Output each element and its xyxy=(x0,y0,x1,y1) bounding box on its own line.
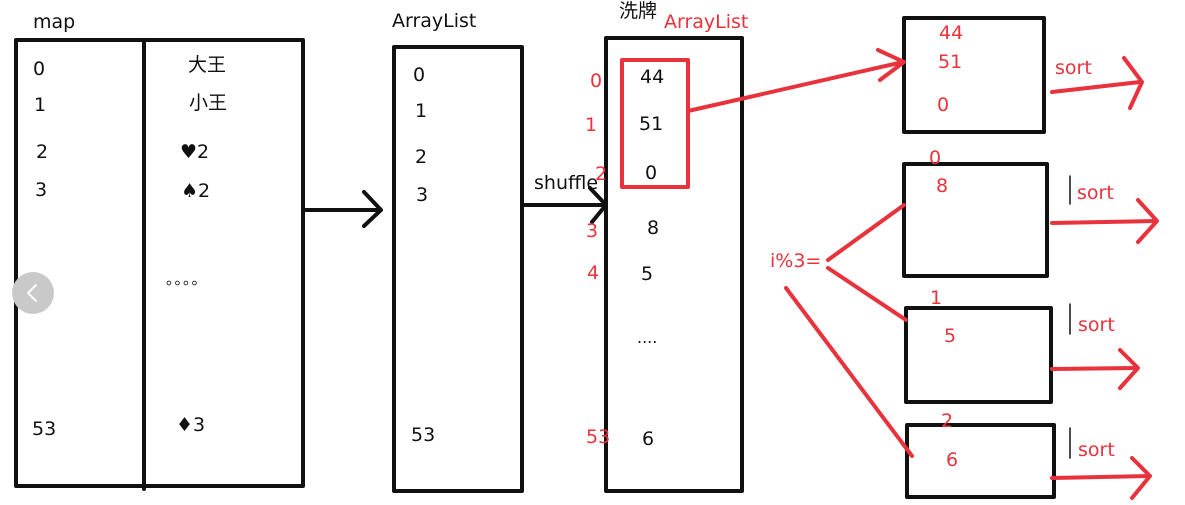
shuffled-value: 5 xyxy=(641,263,654,285)
player-3-sort-label: sort xyxy=(1078,314,1115,336)
shuffle-label: shuffle xyxy=(534,172,599,194)
player-box-3 xyxy=(904,306,1053,404)
shuffled-index: 2 xyxy=(595,163,608,185)
shuffled-index: 3 xyxy=(586,220,599,242)
shuffled-index: 4 xyxy=(587,262,600,284)
map-value: 小王 xyxy=(189,92,228,114)
map-key: 1 xyxy=(34,94,47,116)
sort-arrow-4 xyxy=(1050,456,1152,500)
map-value: ♦3 xyxy=(176,414,206,436)
shuffled-value: 8 xyxy=(647,217,660,239)
player-3-index: 1 xyxy=(930,287,943,309)
player-2-index: 0 xyxy=(929,147,942,169)
shuffled-title-prefix: 洗牌 xyxy=(619,0,658,22)
arraylist-item: 3 xyxy=(416,184,429,206)
arraylist-item: 53 xyxy=(411,424,436,446)
player-1-card: 51 xyxy=(938,51,963,73)
player-box-2 xyxy=(902,162,1049,278)
shuffled-value: 51 xyxy=(639,113,664,135)
arraylist-item: 0 xyxy=(413,64,426,86)
modulo-line-0 xyxy=(826,203,906,262)
arraylist-item: 2 xyxy=(415,146,428,168)
map-key: 0 xyxy=(33,58,46,80)
player-2-sort-label: sort xyxy=(1077,182,1114,204)
player-2-card: 8 xyxy=(936,175,949,197)
deal-arrow xyxy=(686,48,906,113)
map-value: 大王 xyxy=(188,54,227,76)
player-1-card: 44 xyxy=(939,22,964,44)
player-4-index: 2 xyxy=(941,410,954,432)
player-4-card: 6 xyxy=(946,449,959,471)
map-to-list-arrow xyxy=(303,190,383,228)
player-1-card: 0 xyxy=(937,94,950,116)
map-title: map xyxy=(33,11,76,33)
shuffled-list-box xyxy=(604,36,744,493)
player-1-sort-label: sort xyxy=(1055,57,1092,79)
shuffled-title-suffix: ArrayList xyxy=(664,11,749,33)
map-key: 3 xyxy=(35,179,48,201)
shuffled-ellipsis: .... xyxy=(637,328,658,347)
shuffled-index: 0 xyxy=(590,70,603,92)
shuffled-index: 1 xyxy=(585,114,598,136)
shuffled-value: 44 xyxy=(640,66,665,88)
modulo-label: i%3= xyxy=(770,250,822,272)
player-box-1 xyxy=(902,16,1046,134)
previous-image-button[interactable] xyxy=(12,272,54,314)
sort-arrow-1 xyxy=(1050,56,1144,110)
arraylist-box xyxy=(392,45,524,493)
shuffled-value: 6 xyxy=(642,428,655,450)
player-3-card: 5 xyxy=(944,325,957,347)
sort-arrow-3 xyxy=(1050,348,1140,390)
chevron-left-icon xyxy=(27,284,37,302)
modulo-line-1 xyxy=(826,266,908,322)
map-key: 53 xyxy=(32,418,57,440)
map-value: ♥2 xyxy=(180,141,210,163)
player-4-sort-label: sort xyxy=(1078,439,1115,461)
arraylist-title: ArrayList xyxy=(392,10,477,32)
modulo-line-2 xyxy=(784,286,914,458)
player-box-4 xyxy=(905,423,1056,499)
arraylist-item: 1 xyxy=(415,100,428,122)
map-ellipsis: 。。。。 xyxy=(166,270,208,288)
map-table-box xyxy=(14,38,305,488)
map-key: 2 xyxy=(36,141,49,163)
first-three-highlight xyxy=(620,58,690,189)
map-value: ♠2 xyxy=(181,180,211,202)
sort-arrow-2 xyxy=(1050,198,1159,244)
shuffled-value: 0 xyxy=(645,162,658,184)
shuffled-index: 53 xyxy=(586,426,611,448)
